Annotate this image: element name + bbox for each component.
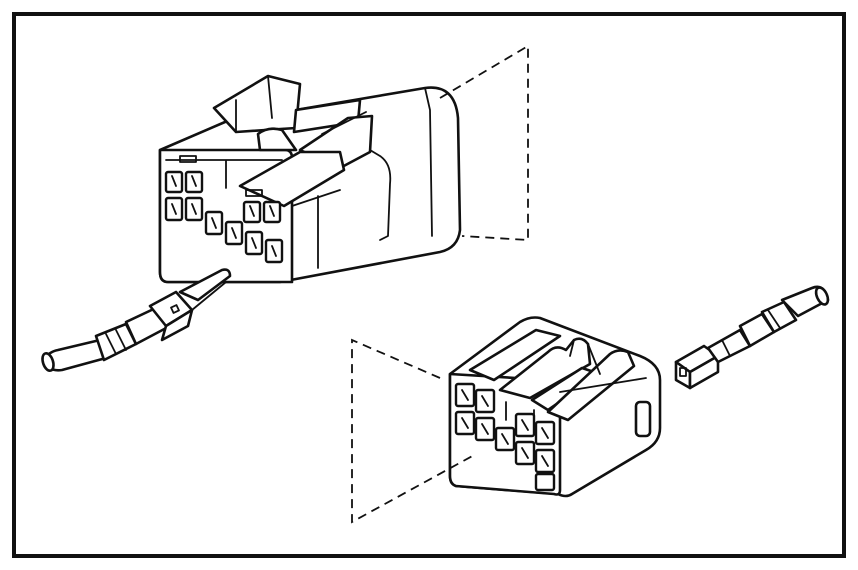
figure-border [12, 12, 846, 558]
male-terminal [41, 268, 232, 372]
female-mating-plane [351, 338, 477, 524]
female-terminal [674, 285, 830, 390]
male-mating-plane [439, 44, 529, 241]
female-connector-housing [448, 316, 662, 498]
male-connector-housing [158, 74, 462, 284]
